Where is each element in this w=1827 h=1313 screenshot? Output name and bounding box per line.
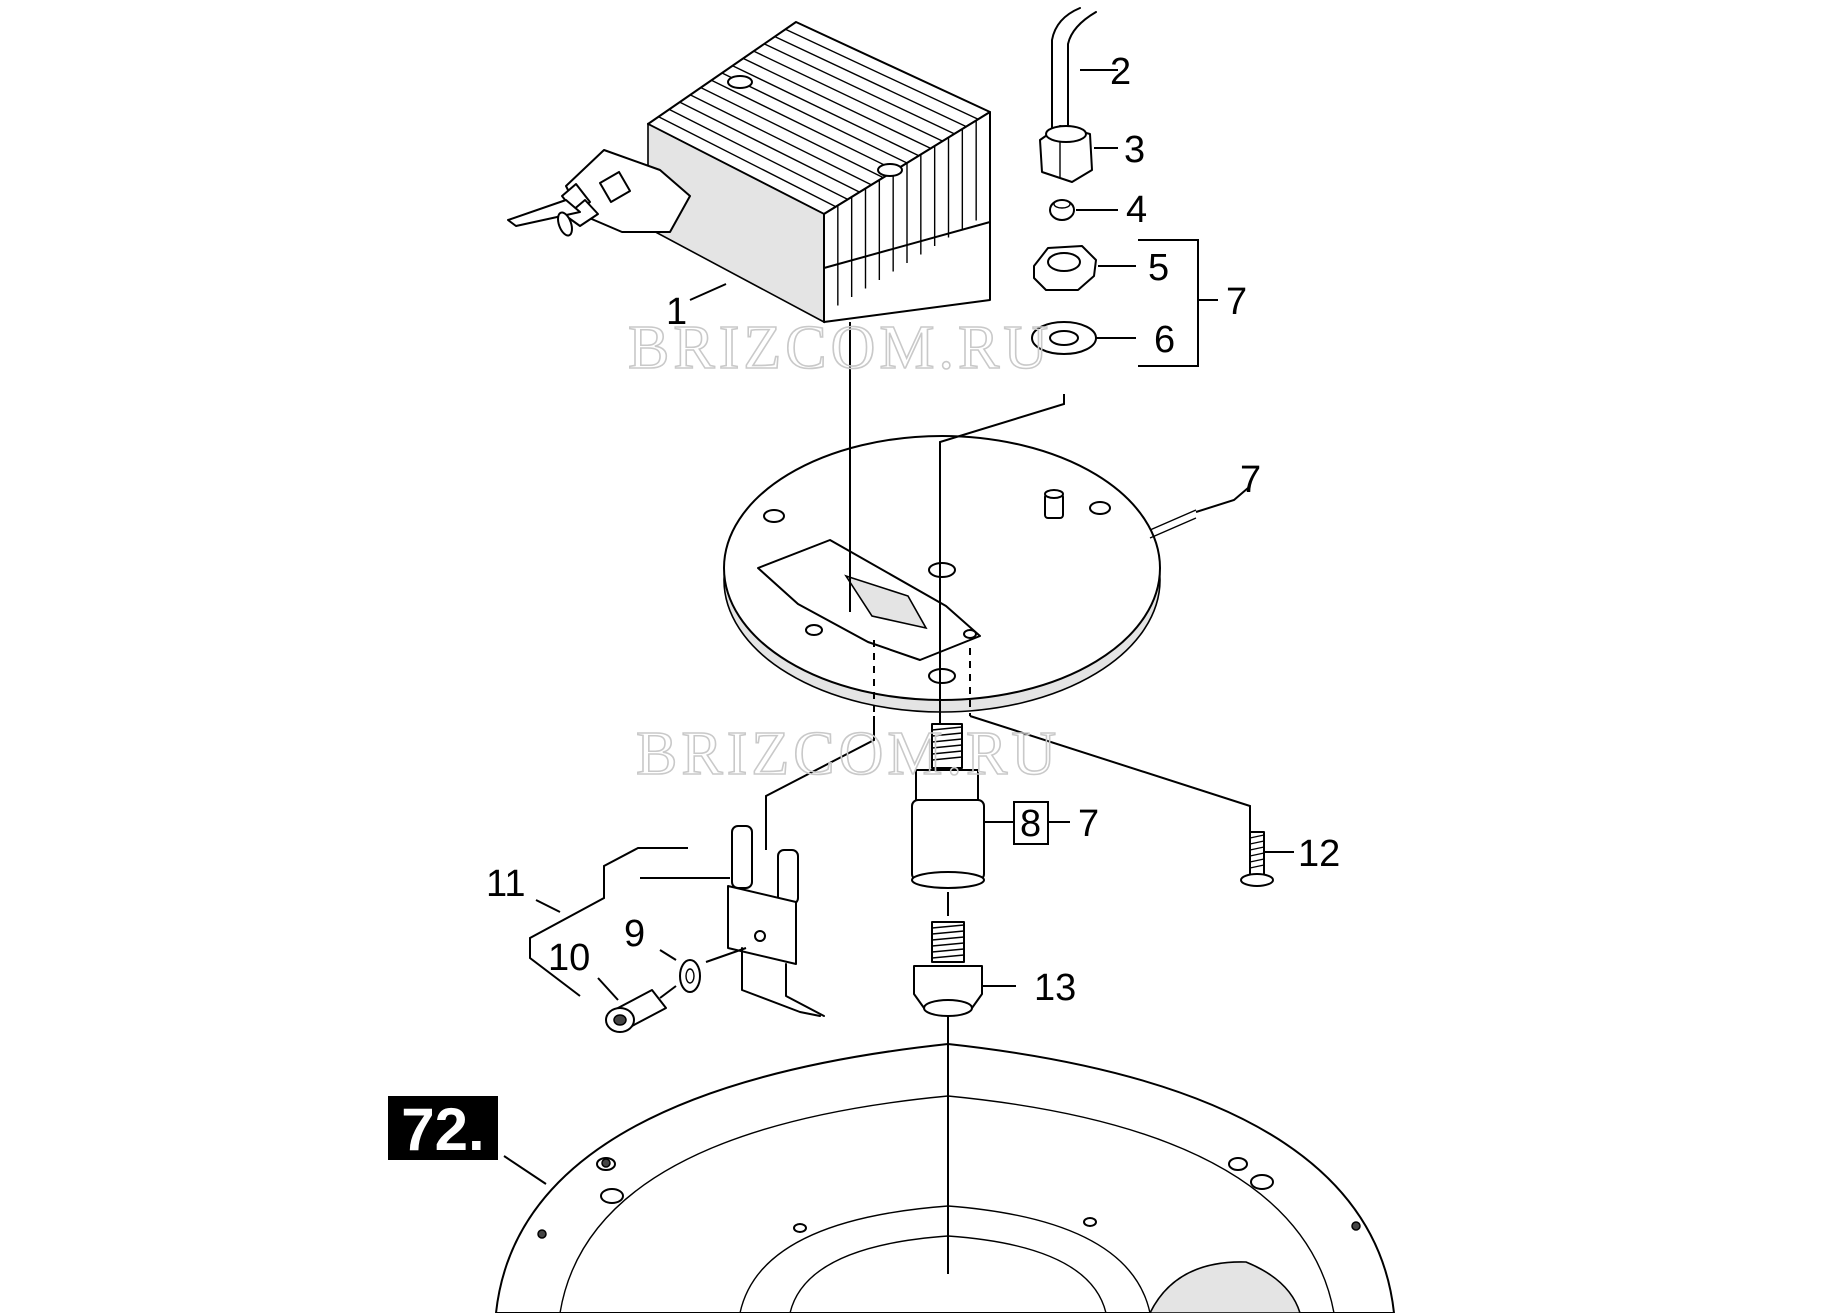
callout-11: 11 — [486, 863, 525, 905]
screw-10 — [605, 989, 667, 1033]
badge-number: 72. — [401, 1096, 484, 1163]
callout-8: 8 — [1020, 803, 1041, 845]
callout-3: 3 — [1124, 129, 1145, 171]
callout-1: 1 — [666, 291, 687, 333]
burner-flange — [495, 1043, 1395, 1313]
union-nut — [1039, 125, 1093, 183]
callout-2: 2 — [1110, 51, 1131, 93]
watermark-middle: BRIZCOM.RU — [636, 720, 1060, 788]
assembly-lines — [659, 322, 1251, 1274]
mounting-plate — [723, 435, 1197, 713]
screw-12 — [1240, 831, 1274, 887]
callout-13: 13 — [1034, 967, 1076, 1009]
callout-6: 6 — [1154, 319, 1175, 361]
watermark-top: BRIZCOM.RU — [628, 314, 1052, 382]
oil-nozzle — [913, 921, 983, 1017]
olive-ring — [1049, 199, 1075, 221]
callout-12: 12 — [1298, 833, 1340, 875]
small-washer — [679, 959, 701, 993]
callout-10: 10 — [548, 937, 590, 979]
ignition-transformer — [507, 21, 991, 324]
figure-badge: 72. — [388, 1096, 498, 1163]
callout-7-bracket: 7 — [1226, 281, 1247, 323]
callout-5: 5 — [1148, 247, 1169, 289]
nozzle-holder — [911, 723, 985, 889]
watermarks: BRIZCOM.RU BRIZCOM.RU — [627, 313, 1060, 789]
washer — [1031, 321, 1097, 355]
callout-4: 4 — [1126, 189, 1147, 231]
callout-9: 9 — [624, 913, 645, 955]
ignition-electrodes — [727, 825, 825, 1017]
callout-labels: 1 2 3 4 5 6 7 7 8 7 9 10 11 12 13 — [486, 51, 1340, 1009]
callout-7-holder: 7 — [1078, 803, 1099, 845]
fuel-line — [1051, 7, 1097, 129]
callout-7-plate: 7 — [1240, 459, 1261, 501]
callout-leaders — [503, 69, 1294, 1185]
hex-nut — [1033, 245, 1097, 291]
